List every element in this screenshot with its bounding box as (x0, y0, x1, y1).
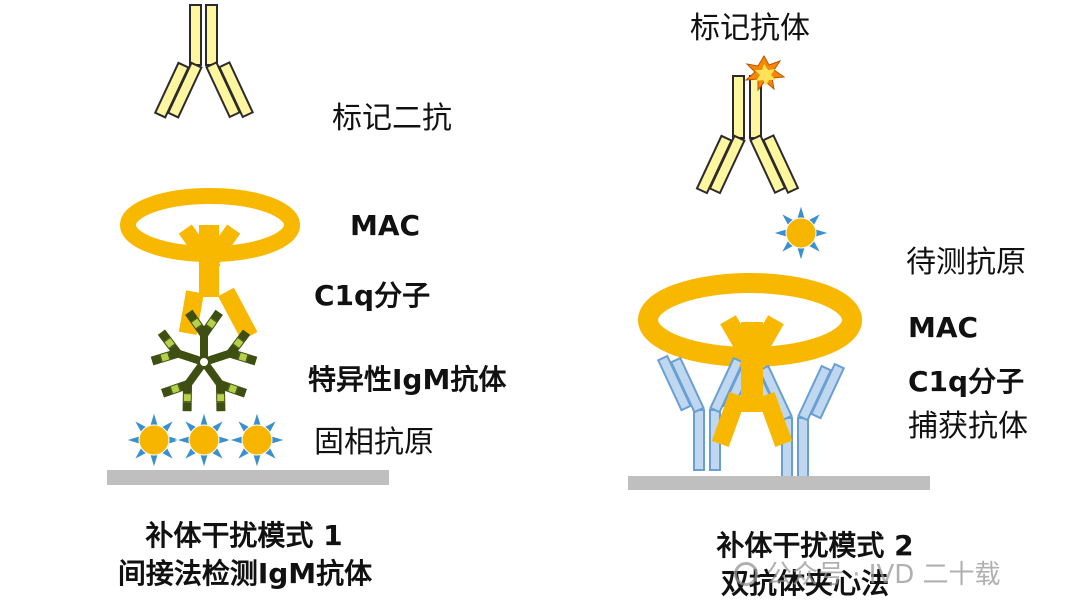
right-labeled-antibody (695, 75, 800, 195)
antigen-icon (124, 410, 184, 470)
right-solid-surface (628, 476, 930, 490)
left-c1q-molecule (178, 224, 258, 341)
igm-arm (203, 362, 247, 412)
left-solid-surface (107, 470, 389, 485)
wechat-icon (734, 562, 758, 586)
label-solid-antigen: 固相抗原 (314, 425, 434, 460)
watermark: 公众号 · IVD 二十载 (734, 554, 1001, 591)
label-secondary-antibody: 标记二抗 (332, 101, 452, 136)
igm-arm (206, 329, 258, 366)
label-capture-antibody: 捕获抗体 (908, 409, 1028, 444)
label-igm-antibody: 特异性IgM抗体 (308, 363, 507, 396)
igm-arm (150, 329, 202, 366)
right-c1q-molecule (711, 315, 793, 447)
left-solid-phase-antigens (124, 410, 287, 470)
label-left-mac: MAC (350, 209, 421, 242)
label-right-c1q: C1q分子 (908, 365, 1025, 398)
label-left-c1q: C1q分子 (314, 279, 431, 312)
igm-arm (161, 362, 205, 412)
antigen-icon (227, 410, 287, 470)
igm-arm (185, 309, 223, 358)
antigen-icon (174, 410, 234, 470)
right-test-antigen (771, 203, 831, 263)
left-igm-pentamer (150, 309, 258, 412)
caption-indirect-igm: 间接法检测IgM抗体 (117, 557, 373, 590)
antigen-icon (771, 203, 831, 263)
label-right-mac: MAC (908, 311, 979, 344)
left-secondary-antibody (153, 4, 255, 119)
caption-mode-2: 补体干扰模式 2 (716, 529, 914, 562)
label-labeled-antibody: 标记抗体 (690, 11, 810, 46)
caption-mode-1: 补体干扰模式 1 (145, 519, 343, 552)
label-test-antigen: 待测抗原 (906, 245, 1026, 280)
